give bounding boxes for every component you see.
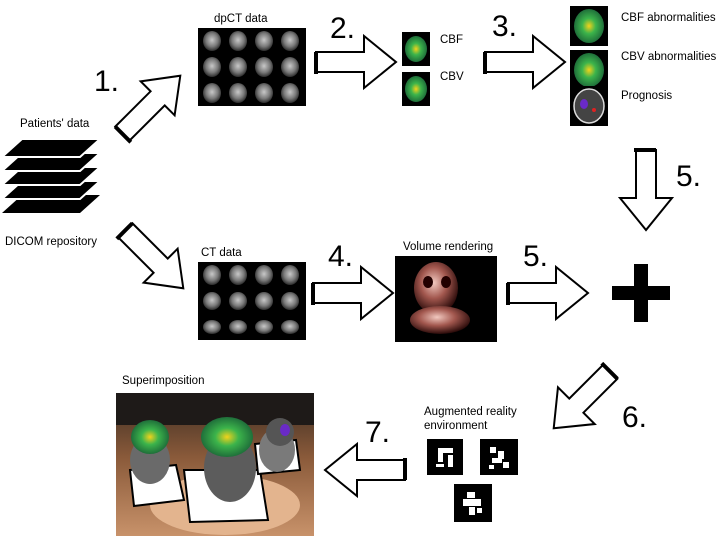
superimposition-photo bbox=[116, 393, 314, 536]
step-5-number-vertical: 5. bbox=[676, 160, 702, 193]
ct-data-grid bbox=[198, 262, 306, 340]
cbv-thumbnail bbox=[402, 72, 430, 106]
volume-rendering-image bbox=[395, 256, 497, 342]
dpct-data-grid bbox=[198, 28, 306, 106]
cbv-abnormalities-thumbnail bbox=[570, 50, 608, 90]
cbf-thumbnail bbox=[402, 32, 430, 66]
arrow-step-7-icon bbox=[323, 441, 407, 499]
ar-marker-1 bbox=[427, 439, 463, 475]
superimposition-label: Superimposition bbox=[122, 375, 205, 387]
augmented-reality-label-line2: environment bbox=[424, 420, 488, 432]
step-5-number-horizontal: 5. bbox=[523, 240, 549, 273]
arrow-step-3-icon bbox=[483, 33, 567, 91]
prognosis-thumbnail bbox=[570, 86, 608, 126]
step-1-number: 1. bbox=[94, 65, 120, 98]
arrow-step-6-icon bbox=[552, 361, 619, 430]
dpct-data-label: dpCT data bbox=[214, 13, 268, 25]
step-3-number: 3. bbox=[492, 10, 518, 43]
augmented-reality-label-line1: Augmented reality bbox=[424, 406, 517, 418]
step-7-number: 7. bbox=[365, 416, 391, 449]
cbf-abnormalities-label: CBF abnormalities bbox=[621, 12, 716, 24]
arrow-step-1-icon bbox=[113, 74, 182, 144]
cbv-label: CBV bbox=[440, 71, 464, 83]
dicom-repository-label: DICOM repository bbox=[5, 236, 98, 248]
arrow-step-5-horizontal-icon bbox=[506, 264, 590, 322]
arrow-step-2-icon bbox=[314, 33, 398, 91]
ar-marker-3 bbox=[454, 484, 492, 522]
volume-rendering-label: Volume rendering bbox=[403, 241, 494, 253]
ct-data-label: CT data bbox=[201, 247, 242, 259]
step-2-number: 2. bbox=[330, 12, 356, 45]
prognosis-label: Prognosis bbox=[621, 90, 673, 102]
step-6-number: 6. bbox=[622, 401, 648, 434]
arrow-step-4-icon bbox=[311, 264, 395, 322]
cbf-label: CBF bbox=[440, 34, 463, 46]
arrow-step-5-down-icon bbox=[617, 148, 675, 232]
arrow-ct-path-icon bbox=[115, 221, 185, 290]
patients-data-label: Patients' data bbox=[20, 118, 90, 130]
cbf-abnormalities-thumbnail bbox=[570, 6, 608, 46]
step-4-number: 4. bbox=[328, 240, 354, 273]
patients-data-stack-icon bbox=[0, 138, 103, 213]
plus-icon bbox=[612, 264, 670, 322]
ar-marker-2 bbox=[480, 439, 518, 475]
cbv-abnormalities-label: CBV abnormalities bbox=[621, 51, 717, 63]
